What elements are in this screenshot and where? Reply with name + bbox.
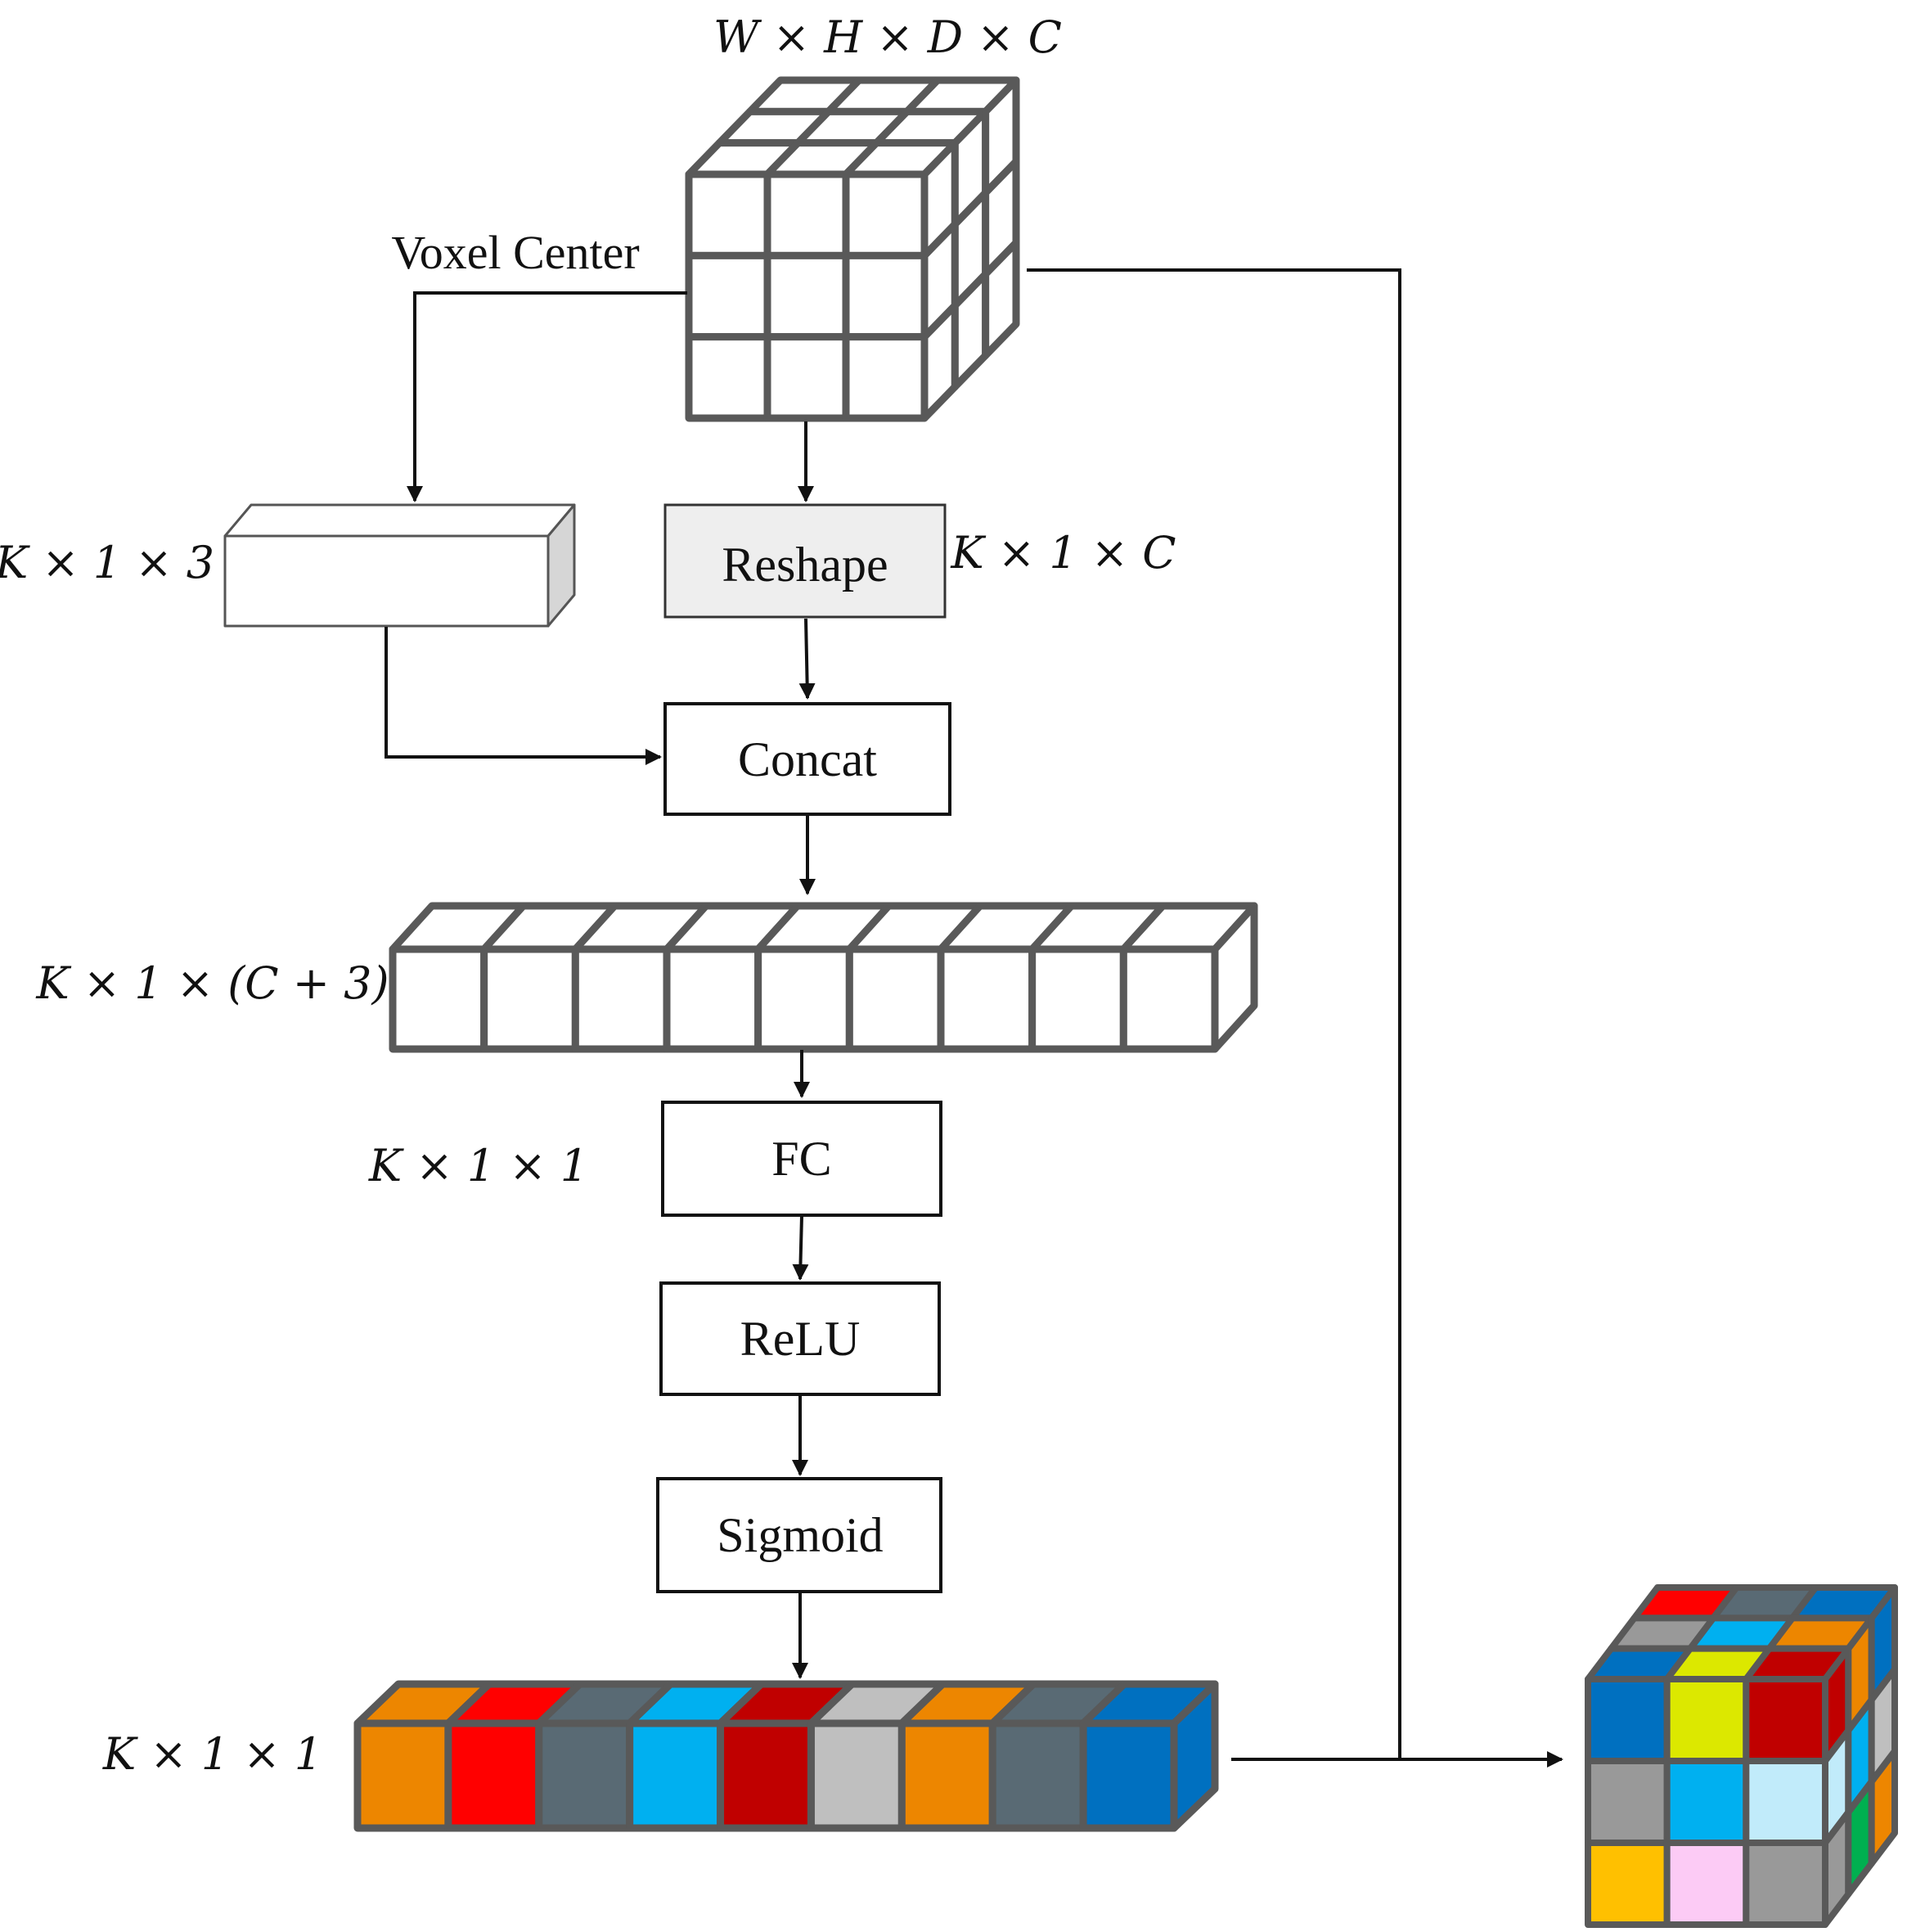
output-cube-front-cell (1585, 1758, 1671, 1846)
input-cube-front-cell (763, 333, 850, 422)
coord-dims-label: K × 1 × 3 (0, 537, 214, 588)
output-cube-front-cell (1743, 1758, 1828, 1846)
concat-label: Concat (738, 732, 877, 786)
input-cube-front-cell (763, 170, 850, 259)
input-cube-front-cell (842, 251, 929, 341)
reshape-dims-label: K × 1 × C (950, 527, 1176, 579)
relu-label: ReLU (740, 1312, 861, 1366)
skip-connection-line (1027, 268, 1401, 1759)
input-cube-front-cell (685, 333, 771, 422)
concat-dims-label: K × 1 × (C + 3) (35, 957, 389, 1009)
concat-bar-front-cell (754, 945, 853, 1053)
coord-bar-top-face (223, 503, 576, 538)
concat-bar-front-cell (389, 945, 488, 1053)
sigmoid-label: Sigmoid (717, 1508, 883, 1562)
weight-bar-front-cell (717, 1719, 815, 1832)
weight-bar-front-cell (988, 1719, 1087, 1832)
weight-bar-front-cell (897, 1719, 996, 1832)
weight-bar-front-cell (626, 1719, 725, 1832)
weight-dims-label: K × 1 × 1 (102, 1728, 322, 1780)
relu-block: ReLU (659, 1281, 941, 1396)
connectors (385, 268, 1563, 1768)
sigmoid-block: Sigmoid (656, 1477, 942, 1593)
fc-label: FC (771, 1132, 831, 1186)
concat-bar-front-cell (937, 945, 1037, 1053)
fc-to-relu-arrow (792, 1215, 809, 1281)
output-cube-front-cell (1663, 1840, 1750, 1928)
concat-bar-front-cell (480, 945, 579, 1053)
weight-bar-front-cell (807, 1719, 906, 1832)
voxel-weight-bar (353, 1680, 1219, 1832)
weight-bar-front-cell (353, 1719, 452, 1832)
reshape-to-concat-arrow (798, 618, 816, 700)
concat-bar-front-cell (663, 945, 762, 1053)
output-cube-front-cell (1585, 1676, 1671, 1764)
weighted-output-volume (1585, 1584, 1898, 1928)
input-cube-front-cell (842, 170, 929, 259)
input-cube-front-cell (763, 251, 850, 341)
output-cube-front-cell (1663, 1758, 1750, 1846)
input-feature-volume (685, 76, 1020, 422)
input-cube-side-cell (982, 239, 1020, 359)
reshape-label: Reshape (722, 538, 888, 592)
concatenated-feature-bar (389, 902, 1258, 1053)
concat-bar-front-cell (571, 945, 671, 1053)
coord-bar-front-face (223, 534, 550, 628)
weight-bar-front-cell (1079, 1719, 1178, 1832)
output-cube-front-cell (1663, 1676, 1750, 1764)
concat-block: Concat (663, 702, 951, 816)
weight-bar-front-cell (444, 1719, 543, 1832)
output-cube-side-cell (1868, 1748, 1898, 1867)
voxel-center-arrow (407, 291, 687, 502)
input-cube-front-cell (842, 333, 929, 422)
coords-to-concat-arrow (385, 627, 662, 765)
concat-bar-front-cell (1119, 945, 1219, 1053)
output-cube-front-cell (1743, 1676, 1828, 1764)
voxel-center-label: Voxel Center (391, 226, 639, 279)
output-cube-front-cell (1585, 1840, 1671, 1928)
output-cube-front-cell (1743, 1840, 1828, 1928)
voxel-center-coordinates-bar (223, 503, 576, 628)
weight-bar-front-cell (535, 1719, 634, 1832)
input-cube-front-cell (685, 170, 771, 259)
fc-dims-label: K × 1 × 1 (368, 1140, 588, 1191)
reshape-block: Reshape (663, 503, 947, 619)
fc-block: FC (661, 1101, 942, 1217)
concat-bar-front-cell (1028, 945, 1127, 1053)
input-cube-front-cell (685, 251, 771, 341)
input-dims-label: W × H × D × C (713, 11, 1062, 63)
concat-bar-front-cell (845, 945, 945, 1053)
